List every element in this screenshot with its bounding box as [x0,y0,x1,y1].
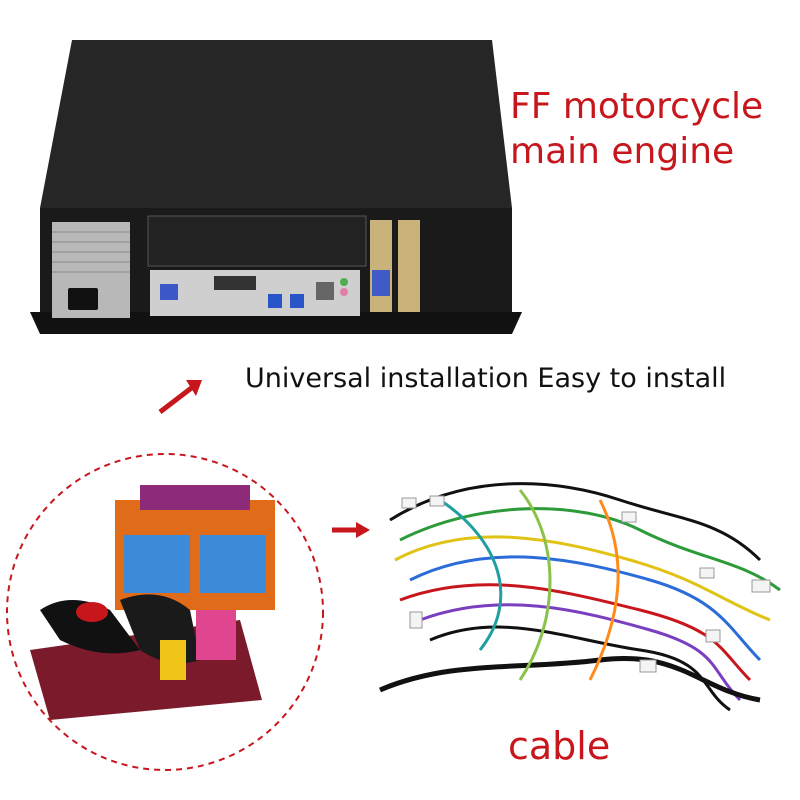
cable-connectors [401,495,771,673]
usb-port [268,294,282,308]
power-socket [68,288,98,310]
lan-port [316,282,334,300]
usb-port [290,294,304,308]
arrow-up-right-icon [158,380,202,414]
arcade-machine-image [30,485,275,720]
product-title: FF motorcycle main engine [510,84,790,174]
cable-label: cable [508,724,611,768]
case-base [30,312,522,334]
expansion-card [398,220,420,312]
case-top [40,40,512,208]
arcade-highlight-circle [6,453,324,771]
ps2-port [160,284,178,300]
product-title-line1: FF motorcycle [510,86,764,127]
product-title-line2: main engine [510,131,735,172]
arrow-right-icon [332,522,370,538]
cable-bundle-image [379,482,781,712]
io-slot-area [147,215,367,267]
dvi-port [214,276,256,290]
tagline: Universal installation Easy to install [245,363,727,394]
